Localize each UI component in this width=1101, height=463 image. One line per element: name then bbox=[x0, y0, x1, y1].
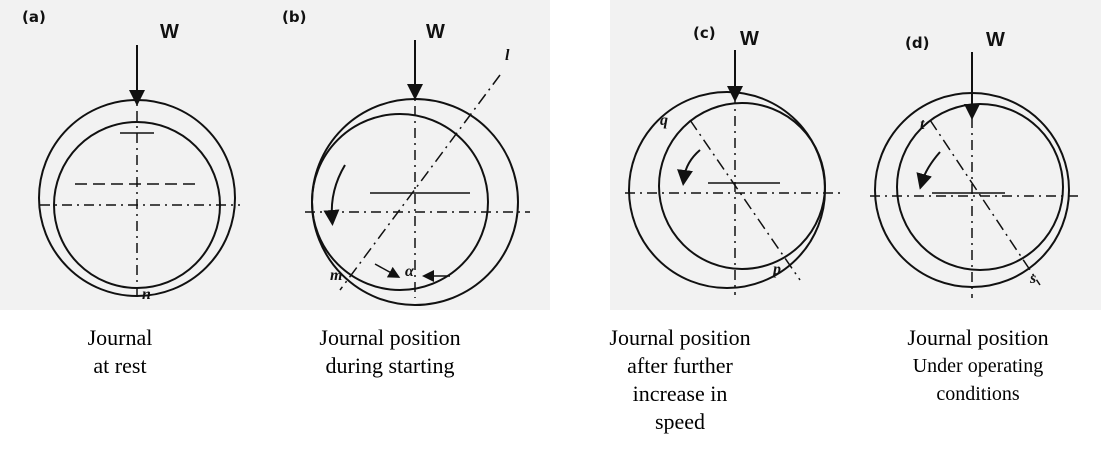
caption-b: Journal position during starting bbox=[270, 324, 510, 380]
caption-c-line1: Journal position bbox=[609, 325, 751, 350]
panel-a-letter: (a) bbox=[22, 8, 46, 26]
panel-b-journal-circle bbox=[311, 113, 489, 291]
panel-c-point-p: p bbox=[771, 261, 781, 278]
panel-b-point-l: l bbox=[505, 47, 510, 64]
panel-c-eccentricity-line bbox=[689, 119, 801, 281]
panel-c: (c) W q p bbox=[625, 24, 840, 295]
scan-background-left bbox=[0, 0, 550, 310]
journal-bearing-diagram: (a) W n (b) W l m α (c) W bbox=[22, 8, 1080, 306]
caption-a-line2: at rest bbox=[93, 353, 147, 378]
panel-c-force-label: W bbox=[740, 28, 759, 50]
caption-c-line3: increase in bbox=[632, 381, 728, 406]
panel-c-journal-circle bbox=[658, 102, 826, 270]
caption-d: Journal position Under operating conditi… bbox=[858, 324, 1098, 408]
panel-b-rotation-arrow bbox=[323, 164, 346, 226]
caption-d-line1: Journal position bbox=[907, 325, 1049, 350]
panel-d-point-s: s bbox=[1029, 270, 1036, 287]
panel-c-point-q: q bbox=[660, 112, 668, 129]
caption-d-line3: conditions bbox=[936, 383, 1020, 405]
panel-b-force-label: W bbox=[426, 21, 445, 43]
panel-d-force-label: W bbox=[986, 29, 1005, 51]
caption-c-line4: speed bbox=[654, 409, 706, 434]
caption-b-line1: Journal position bbox=[319, 325, 461, 350]
panel-b-angle-alpha: α bbox=[405, 263, 415, 280]
panel-d: (d) W t s bbox=[870, 29, 1080, 298]
panel-b-letter: (b) bbox=[282, 8, 306, 26]
panel-a: (a) W n bbox=[22, 8, 240, 303]
panel-b-point-m: m bbox=[330, 267, 342, 284]
panel-d-point-t: t bbox=[920, 116, 925, 133]
panel-d-journal-circle bbox=[896, 103, 1064, 271]
caption-c-line2: after further bbox=[627, 353, 733, 378]
panel-c-letter: (c) bbox=[693, 24, 716, 42]
panel-d-rotation-arrow bbox=[916, 151, 941, 190]
panel-b-eccentricity-line bbox=[339, 74, 501, 291]
caption-a: Journal at rest bbox=[50, 324, 190, 380]
panel-d-letter: (d) bbox=[905, 34, 929, 52]
caption-c: Journal position after further increase … bbox=[560, 324, 800, 436]
panel-d-eccentricity-line bbox=[929, 119, 1041, 286]
panel-a-point-n: n bbox=[142, 286, 151, 303]
panel-b: (b) W l m α bbox=[282, 8, 530, 306]
caption-b-line2: during starting bbox=[325, 353, 455, 378]
caption-d-line2: Under operating bbox=[912, 355, 1044, 377]
caption-a-line1: Journal bbox=[87, 325, 153, 350]
panel-a-force-label: W bbox=[160, 21, 179, 43]
panel-b-angle-arrow-left bbox=[374, 263, 401, 278]
scan-background-right bbox=[610, 0, 1101, 310]
panel-c-rotation-arrow bbox=[677, 149, 701, 186]
